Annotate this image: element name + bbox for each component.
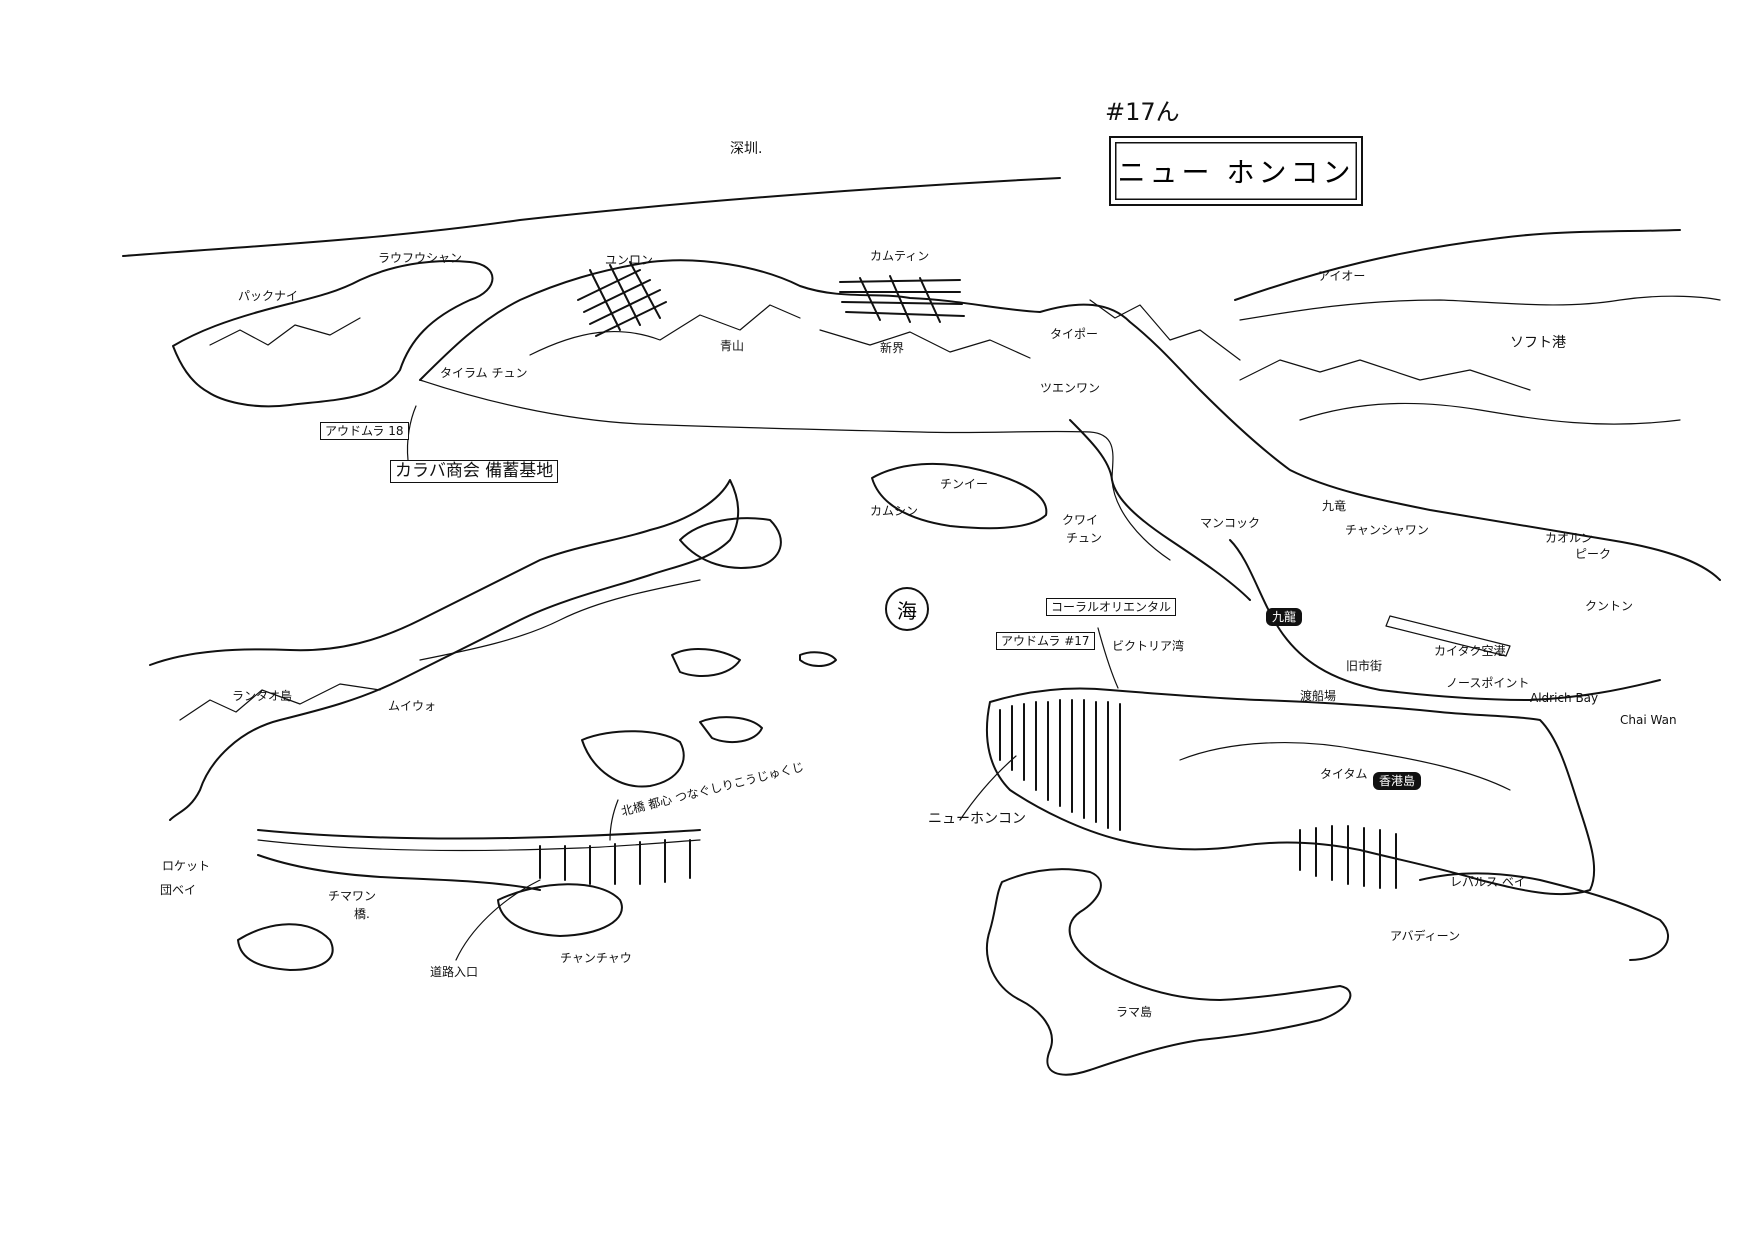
farm-hatch-east <box>839 275 965 323</box>
leader-new-hongkong <box>959 755 1017 821</box>
label-port-area: ソフト港 <box>1510 335 1566 351</box>
label-tsing-ma-2: 橋. <box>354 907 370 921</box>
label-xin-jie: 新界 <box>880 341 905 355</box>
lantau-ridge <box>179 683 381 721</box>
east-hills <box>1299 402 1681 425</box>
label-kara-base: カラバ商会 備蓄基地 <box>390 460 559 483</box>
label-pak-nai: パックナイ <box>238 289 299 303</box>
episode-number: #17ん <box>1105 98 1180 126</box>
label-old-airport: 旧市街 <box>1346 659 1383 673</box>
nt-ridge-2 <box>819 329 1031 359</box>
lantau-island <box>149 479 740 821</box>
leader-kara-base <box>406 405 417 461</box>
leader-road <box>455 879 541 961</box>
farm-hatch-west <box>577 261 667 337</box>
label-kowloon-peak-2: ピーク <box>1575 547 1612 561</box>
lamma-island <box>985 868 1352 1076</box>
label-repulse-bay: レパルス ベイ <box>1450 875 1526 889</box>
islet-4 <box>799 651 837 667</box>
bridge-piers <box>539 839 691 885</box>
sw-coast <box>257 854 541 891</box>
leader-victoria <box>1097 627 1119 689</box>
hong-kong-island <box>986 687 1596 896</box>
label-new-hongkong: ニューホンコン <box>928 811 1026 827</box>
label-kai-tak-2: 渡船場 <box>1300 689 1337 703</box>
sw-island-1 <box>237 923 334 971</box>
label-lantau: ランタオ島 <box>232 689 293 703</box>
label-kai-tak: カイタク空港 <box>1434 644 1506 658</box>
label-kowloon-peak-1: カオルン <box>1545 531 1593 545</box>
label-kowloon-river: 九竜 <box>1322 499 1347 513</box>
label-north-point: ノースポイント <box>1446 676 1530 690</box>
center-island <box>871 462 1048 530</box>
new-territories <box>419 259 1721 581</box>
label-audumla-18: アウドムラ 18 <box>320 422 409 440</box>
kowloon-peninsula <box>1229 539 1661 701</box>
label-tai-tam: タイタム <box>1320 767 1368 781</box>
lantau-east <box>419 579 701 661</box>
label-ship-wreck: カムシン <box>870 504 919 518</box>
nw-peninsula <box>172 259 494 408</box>
label-aldrich-bay: Aldrich Bay <box>1530 691 1599 705</box>
label-victoria-harbour: ビクトリア湾 <box>1112 639 1185 653</box>
label-tai-po: タイポー <box>1050 327 1099 341</box>
islet-2 <box>581 730 685 788</box>
kai-tak-runway <box>1385 615 1511 657</box>
label-mui-wo: ムイウォ <box>388 699 437 713</box>
label-tsuen-wan: ツエンワン <box>1040 381 1101 395</box>
hk-island-peak <box>1179 742 1511 791</box>
sw-island-2 <box>497 883 623 937</box>
label-road-note: 道路入口 <box>430 965 479 979</box>
label-kwai-chung-2: チュン <box>1066 531 1103 545</box>
label-lockhart-1: ロケット <box>162 859 211 873</box>
label-audumla-17: アウドムラ #17 <box>996 632 1095 650</box>
nw-ridge <box>209 317 361 346</box>
label-aberdeen: アバディーン <box>1390 929 1461 943</box>
map-title: ニュー ホンコン <box>1109 136 1363 206</box>
islet-3 <box>699 716 763 744</box>
label-kwai-chung-1: クワイ <box>1062 513 1099 527</box>
nt-ridge-1 <box>529 304 801 356</box>
label-hk-island: 香港島 <box>1373 772 1422 790</box>
label-kowloon-dark: 九龍 <box>1266 608 1303 626</box>
label-cartoon-island: チンイー <box>940 477 989 491</box>
label-sai-kung: アイオー <box>1318 269 1366 283</box>
label-tai-lam: タイラム チュン <box>440 366 528 380</box>
nt-ridge-3 <box>1089 299 1241 361</box>
sea-symbol: 海 <box>885 587 929 631</box>
leader-bridge-note <box>609 799 619 841</box>
label-qing-shan: 青山 <box>720 339 745 353</box>
nt-ridge-4 <box>1239 359 1531 391</box>
label-coral-oriental: コーラルオリエンタル <box>1046 598 1177 616</box>
east-coast-line <box>1239 295 1721 321</box>
islet-1 <box>671 648 741 677</box>
tsing-ma-bridge <box>257 829 701 840</box>
label-mong-kok: マンコック <box>1200 516 1261 530</box>
horizon-line <box>122 177 1061 257</box>
ma-wan-island <box>679 517 782 569</box>
label-lamma: ラマ島 <box>1116 1005 1153 1019</box>
label-chai-wan: Chai Wan <box>1620 713 1677 727</box>
label-cheung-sha-wan: チャンシャワン <box>1345 523 1429 537</box>
valley-river <box>1069 419 1251 601</box>
label-lockhart-2: 団ベイ <box>160 883 197 897</box>
label-tsing-ma: チマワン <box>328 889 377 903</box>
label-tuen-mun: ユンロン <box>605 253 654 267</box>
se-headland <box>1419 872 1670 961</box>
far-coast-right <box>1234 229 1681 301</box>
label-lau-fau-shan: ラウフウシャン <box>378 251 463 265</box>
label-top-river: 深圳. <box>730 141 763 157</box>
bridge-deck <box>257 839 701 851</box>
label-cheung-chau: チャンチャウ <box>560 951 632 965</box>
label-kwun-tong: クントン <box>1585 599 1634 613</box>
label-kam-tin: カムティン <box>870 249 930 263</box>
hk-island-buildings <box>999 699 1397 889</box>
